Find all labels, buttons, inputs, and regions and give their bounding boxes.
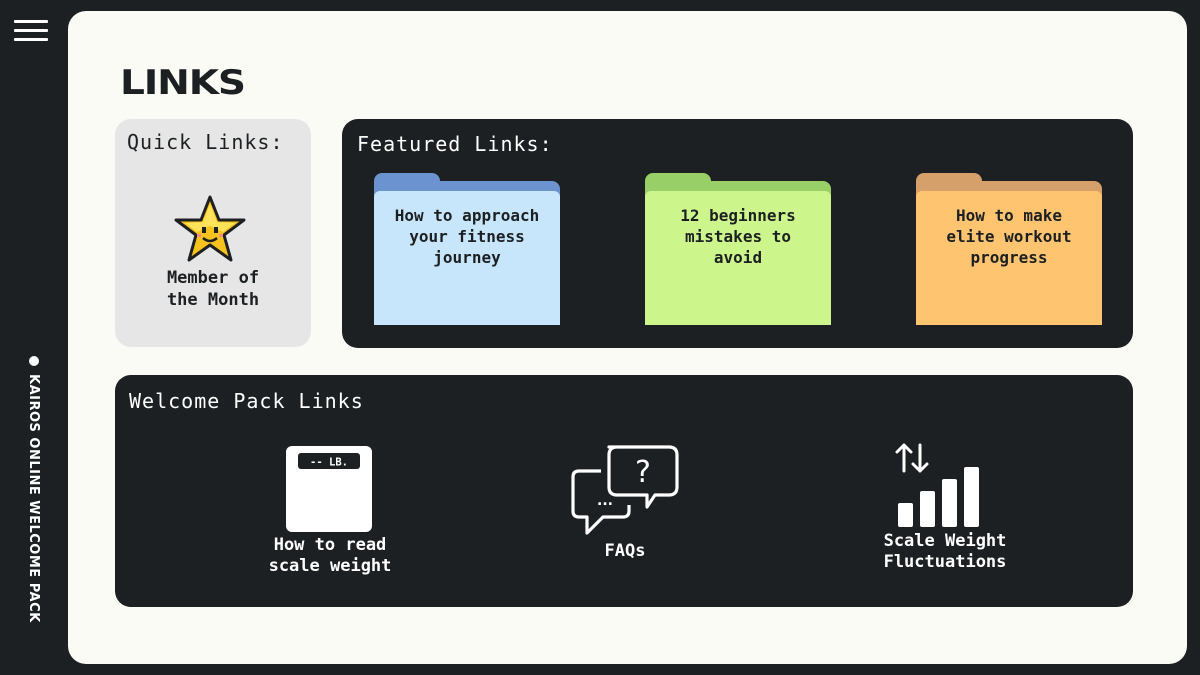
folder-beginner-mistakes[interactable]: 12 beginners mistakes to avoid [645, 173, 831, 325]
bullet-dot-icon [28, 356, 39, 366]
member-of-the-month-link[interactable]: Member of the Month [166, 268, 260, 310]
scale-weight-fluctuations-label: Scale Weight Fluctuations [883, 531, 1007, 572]
chat-question-icon: ... ? [571, 445, 679, 535]
folder-label: How to make elite workout progress [946, 206, 1072, 267]
svg-text:?: ? [635, 455, 651, 490]
svg-text:...: ... [597, 493, 613, 509]
scale-weight-fluctuations-link[interactable]: Scale Weight Fluctuations [860, 441, 1030, 581]
scale-weight-label: How to read scale weight [268, 535, 392, 576]
featured-links-panel: Featured Links: How to approach your fit… [342, 119, 1133, 348]
sidebar-vertical-label: KAIROS ONLINE WELCOME PACK [26, 356, 41, 623]
main-card: LINKS Quick Links: Member of the Month F… [68, 11, 1187, 664]
folder-elite-workout-progress[interactable]: How to make elite workout progress [916, 173, 1102, 325]
welcome-pack-panel: Welcome Pack Links -- LB. How to read sc… [115, 375, 1133, 607]
bar-chart-arrows-icon [895, 443, 979, 527]
folder-label: How to approach your fitness journey [394, 206, 540, 267]
quick-links-heading: Quick Links: [127, 130, 284, 154]
scale-weight-link[interactable]: -- LB. How to read scale weight [235, 445, 425, 585]
hamburger-menu-icon[interactable] [14, 16, 50, 44]
page-title: LINKS [120, 63, 246, 103]
featured-links-heading: Featured Links: [357, 132, 553, 156]
quick-links-panel: Quick Links: Member of the Month [115, 119, 311, 347]
folder-label: 12 beginners mistakes to avoid [680, 206, 796, 267]
star-icon[interactable] [173, 194, 247, 264]
scale-icon: -- LB. [286, 446, 372, 532]
faqs-label: FAQs [604, 541, 646, 561]
svg-text:-- LB.: -- LB. [310, 457, 348, 469]
folder-fitness-journey[interactable]: How to approach your fitness journey [374, 173, 560, 325]
sidebar-title: KAIROS ONLINE WELCOME PACK [26, 374, 41, 623]
welcome-pack-heading: Welcome Pack Links [129, 389, 364, 413]
faqs-link[interactable]: ... ? FAQs [555, 443, 695, 568]
